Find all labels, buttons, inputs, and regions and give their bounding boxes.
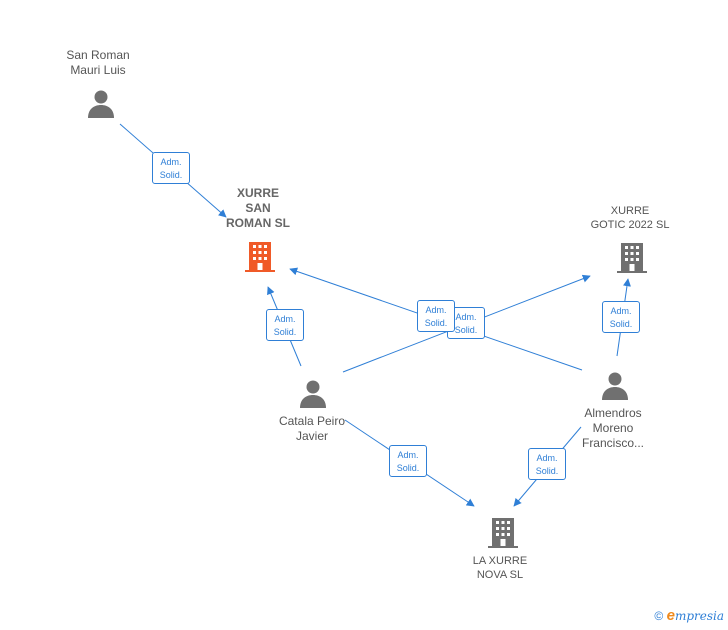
building-icon-la-xurre-nova[interactable]	[488, 514, 518, 553]
person-label-catala[interactable]: Catala Peiro Javier	[278, 414, 346, 443]
person-icon-catala[interactable]	[298, 379, 328, 414]
company-label-la-xurre-nova[interactable]: LA XURRE NOVA SL	[472, 555, 528, 581]
person-icon-san-roman[interactable]	[86, 89, 116, 124]
relation-badge[interactable]: Adm. Solid.	[417, 300, 455, 332]
company-label-xurre-gotic[interactable]: XURRE GOTIC 2022 SL	[590, 205, 670, 231]
brand-logo-text: mpresia	[674, 609, 724, 623]
building-icon	[488, 518, 518, 548]
building-icon-xurre-gotic[interactable]	[617, 239, 647, 278]
building-icon	[245, 242, 275, 272]
person-icon	[88, 90, 114, 118]
company-label-xurre-san-roman[interactable]: XURRE SAN ROMAN SL	[226, 186, 290, 230]
copyright-icon: ©	[654, 609, 664, 623]
relation-badge[interactable]: Adm. Solid.	[389, 445, 427, 477]
building-icon-xurre-san-roman[interactable]	[245, 238, 275, 277]
relation-badge[interactable]: Adm. Solid.	[602, 301, 640, 333]
relation-badge[interactable]: Adm. Solid.	[266, 309, 304, 341]
person-icon	[300, 380, 326, 408]
brand-logo-initial: e	[666, 607, 675, 624]
person-label-almendros[interactable]: Almendros Moreno Francisco...	[581, 406, 644, 450]
person-icon	[602, 372, 628, 400]
building-icon	[617, 243, 647, 273]
relation-badge[interactable]: Adm. Solid.	[528, 448, 566, 480]
brand-footer: © empresia	[654, 607, 724, 624]
person-label-san-roman[interactable]: San Roman Mauri Luis	[66, 48, 130, 77]
person-icon-almendros[interactable]	[600, 371, 630, 406]
relation-badge[interactable]: Adm. Solid.	[152, 152, 190, 184]
